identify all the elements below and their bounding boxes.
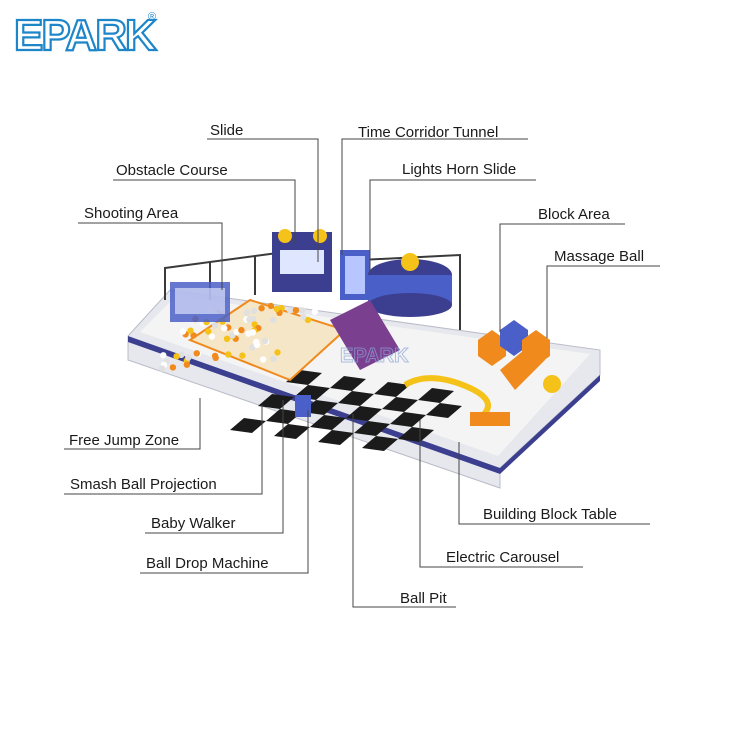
label-building-block-table: Building Block Table <box>483 506 617 523</box>
ball <box>267 302 275 310</box>
ball <box>233 328 240 336</box>
ball <box>229 332 236 339</box>
logo-text: EPARK <box>14 11 157 60</box>
building-block-table <box>470 412 510 426</box>
ball <box>246 316 253 323</box>
ball <box>212 354 219 361</box>
checker-tile <box>258 394 294 409</box>
ball <box>243 309 251 316</box>
label-massage-ball: Massage Ball <box>554 248 645 265</box>
label-ball-pit: Ball Pit <box>400 590 447 607</box>
label-ball-drop-machine: Ball Drop Machine <box>146 555 269 572</box>
label-time-corridor-tunnel: Time Corridor Tunnel <box>358 124 499 141</box>
ball-drop-machine <box>295 395 311 417</box>
ball <box>158 365 166 372</box>
ball <box>253 341 261 348</box>
label-obstacle-course: Obstacle Course <box>116 162 228 179</box>
ball <box>190 332 197 339</box>
ball <box>238 326 245 334</box>
ball <box>300 313 307 321</box>
checker-tile <box>390 412 426 427</box>
block-area <box>478 320 550 366</box>
ball <box>183 361 191 368</box>
watermark: EPARK <box>340 345 409 367</box>
electric-carousel-track <box>403 375 491 421</box>
wall-trim-right <box>500 375 600 474</box>
ball <box>286 307 294 314</box>
ball <box>208 333 216 340</box>
label-slide: Slide <box>210 122 244 139</box>
checker-tile <box>338 391 374 406</box>
ball <box>292 307 300 314</box>
massage-ball-slide <box>500 345 545 390</box>
ball <box>250 307 258 315</box>
checker-tile <box>398 427 434 442</box>
checker-tile <box>418 388 454 403</box>
ball <box>179 328 187 335</box>
epark-logo: EPARK ® <box>13 10 160 60</box>
ball <box>278 304 285 312</box>
ball <box>193 350 200 357</box>
ball <box>185 354 192 361</box>
leader-lines <box>64 138 660 608</box>
ball <box>299 307 306 314</box>
label-lights-horn-slide: Lights Horn Slide <box>402 161 517 178</box>
ball <box>304 316 312 324</box>
ball <box>273 305 280 313</box>
ball <box>169 364 177 371</box>
ball <box>187 327 194 334</box>
checker-tile <box>330 376 366 391</box>
ball <box>258 305 265 312</box>
ball <box>160 352 167 359</box>
label-shooting-area: Shooting Area <box>84 205 179 222</box>
ball <box>260 356 267 363</box>
checker-tile <box>274 424 310 439</box>
checker-tile <box>318 430 354 445</box>
ball <box>205 328 212 335</box>
ball <box>173 353 180 360</box>
ball <box>249 329 257 336</box>
label-smash-ball-projection: Smash Ball Projection <box>70 476 217 493</box>
label-electric-carousel: Electric Carousel <box>446 549 560 566</box>
ball <box>211 322 219 329</box>
label-block-area: Block Area <box>538 206 610 223</box>
ball <box>311 308 318 315</box>
checker-tile <box>354 421 390 436</box>
checker-tile <box>266 409 302 424</box>
registered-mark: ® <box>148 11 156 23</box>
ball <box>239 352 246 359</box>
label-baby-walker: Baby Walker <box>151 515 236 532</box>
checker-tile <box>426 403 462 418</box>
ball <box>270 355 277 362</box>
checker-tile <box>362 436 398 451</box>
massage-ball <box>543 375 561 393</box>
ball <box>225 351 232 358</box>
purple-slide <box>330 300 400 370</box>
ball <box>223 335 231 342</box>
label-free-jump-zone: Free Jump Zone <box>69 432 180 449</box>
checker-tile <box>230 418 266 433</box>
checker-tile <box>286 370 322 385</box>
ball <box>221 325 228 332</box>
ball <box>261 337 269 345</box>
checker-tile <box>310 415 346 430</box>
ball <box>249 344 256 351</box>
checker-tile <box>346 406 382 421</box>
ball <box>274 349 281 356</box>
checker-tile <box>374 382 410 397</box>
checker-tile <box>382 397 418 412</box>
ball <box>270 316 277 324</box>
